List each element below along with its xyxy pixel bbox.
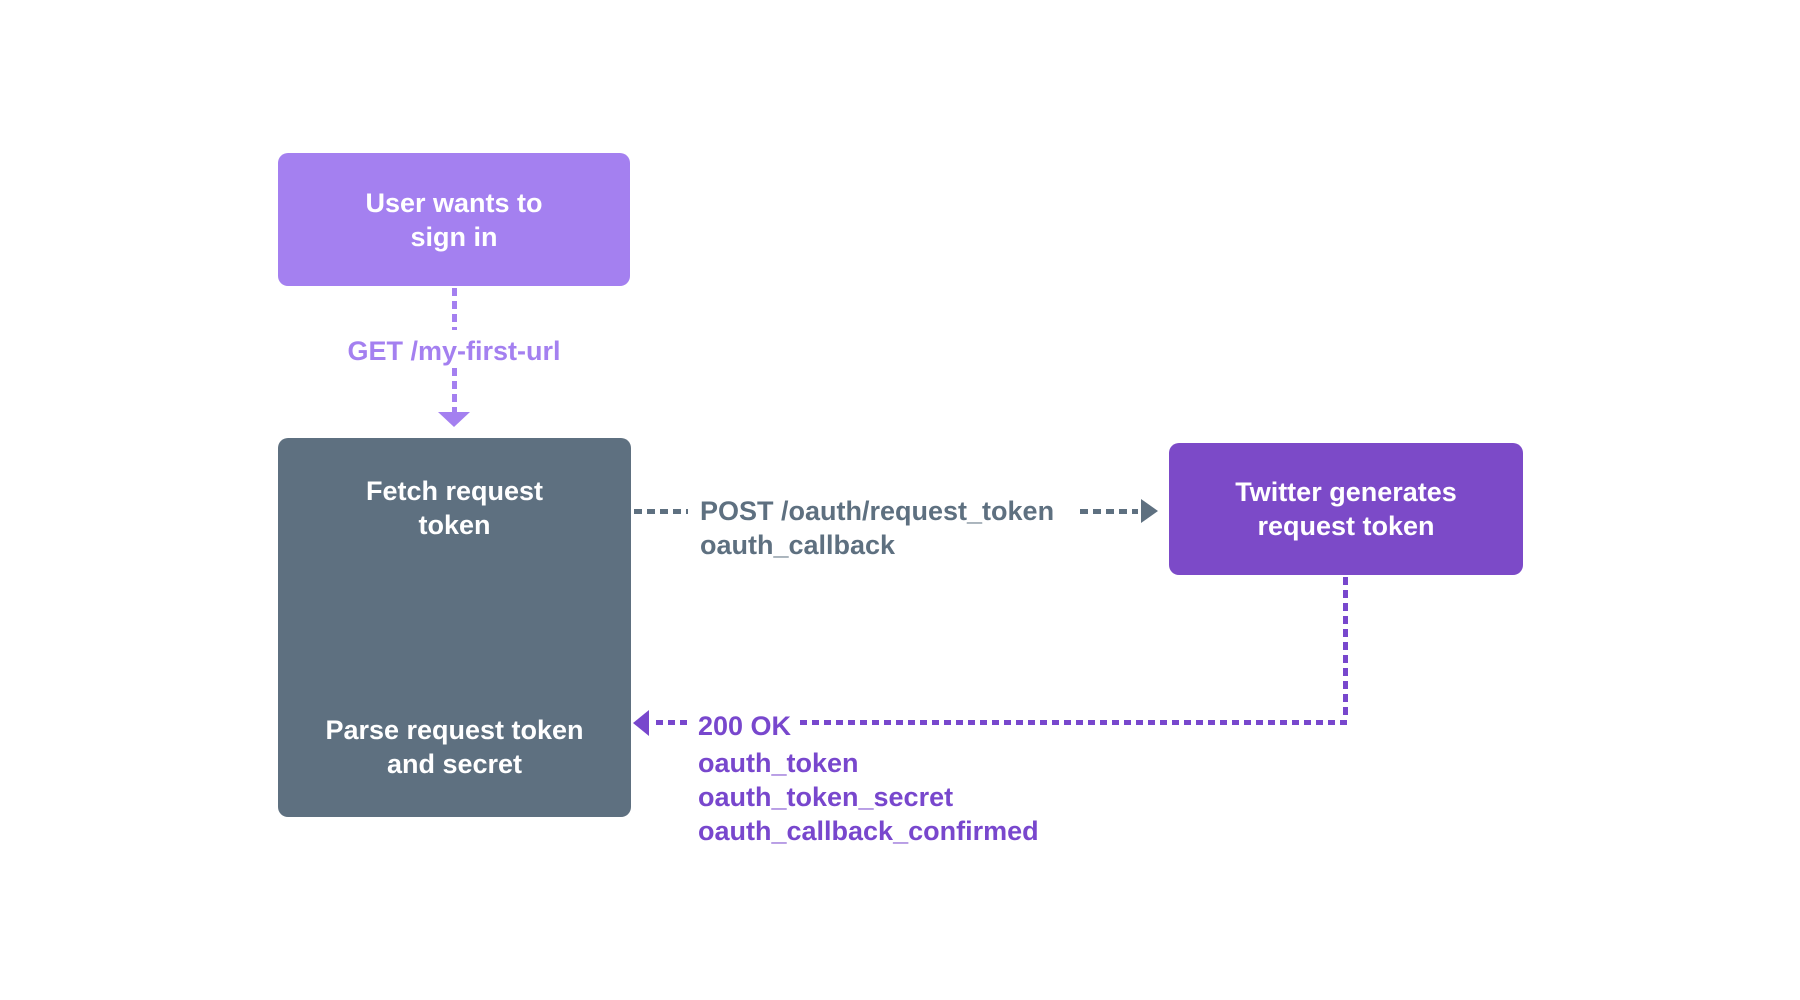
get-arrow-line-top [452, 288, 457, 330]
post-arrow-line-right [1080, 509, 1138, 514]
post-arrow-line-left [634, 509, 688, 514]
response-arrow-line-vertical [1343, 577, 1348, 719]
response-arrow-line-horizontal [800, 720, 1348, 725]
twitter-box-label: Twitter generates request token [1235, 477, 1457, 541]
twitter-box: Twitter generates request token [1169, 443, 1523, 575]
arrowhead-right-icon [1141, 499, 1158, 523]
response-params-label: oauth_token oauth_token_secret oauth_cal… [698, 748, 1039, 846]
response-status-label: 200 OK [698, 711, 792, 741]
fetch-token-label: Fetch request token [365, 476, 544, 540]
post-arrow-sublabel: oauth_callback [700, 530, 896, 560]
user-box: User wants to sign in [278, 153, 630, 286]
response-arrow-line-short [656, 720, 692, 725]
fetch-token-box: Fetch request token Parse request token … [278, 438, 631, 817]
get-arrow-label: GET /my-first-url [347, 336, 561, 366]
get-arrow-line-bottom [452, 368, 457, 412]
arrowhead-left-icon [633, 710, 649, 736]
parse-token-label: Parse request token and secret [325, 715, 584, 779]
user-box-label: User wants to sign in [365, 187, 543, 252]
arrowhead-down-icon [438, 412, 470, 427]
post-arrow-label: POST /oauth/request_token [700, 496, 1055, 526]
